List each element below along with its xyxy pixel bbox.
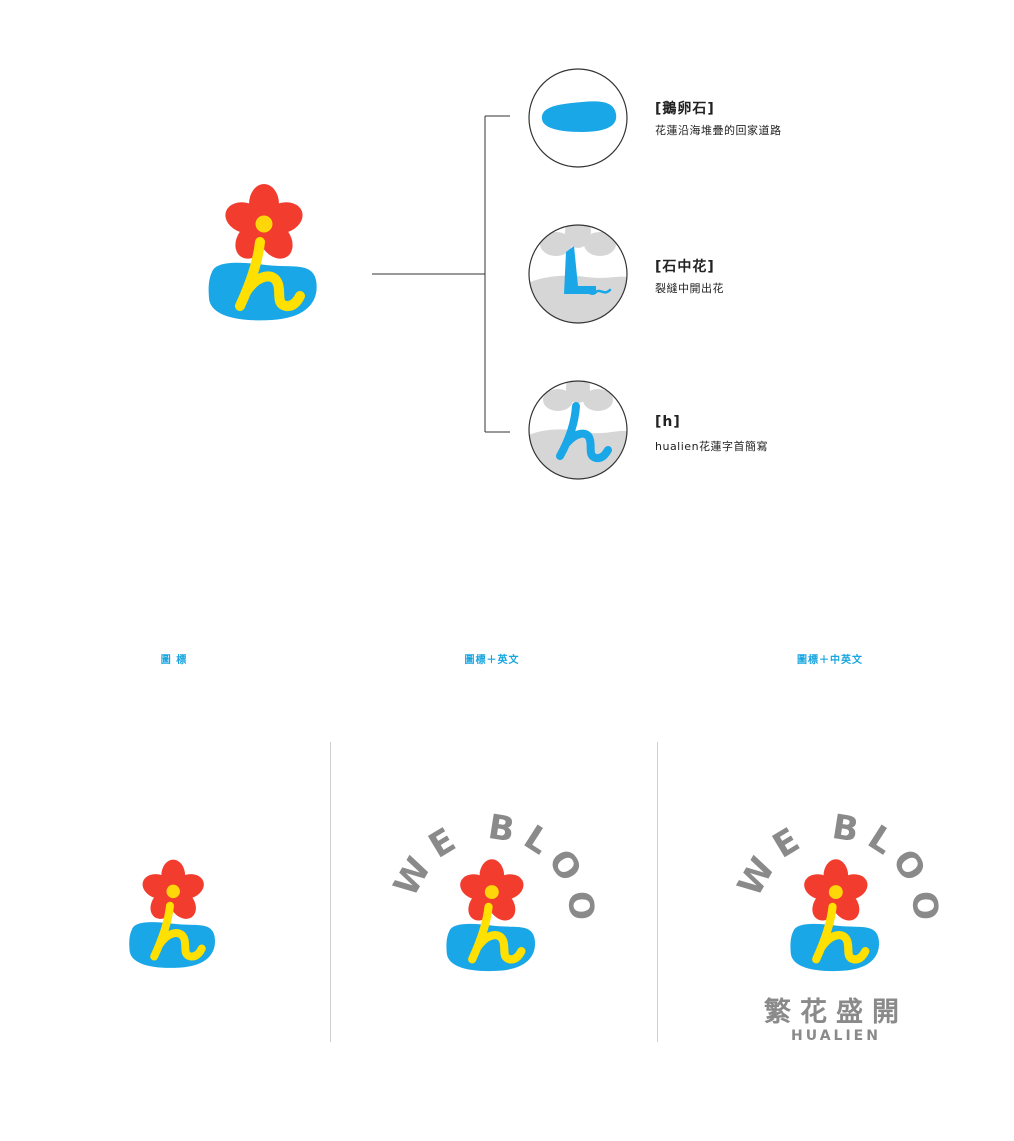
- letter-h-stem: [235, 237, 305, 312]
- stone-flower-icon: [528, 224, 628, 324]
- variant-logo-icon-zh-en: WE BLOOM!: [730, 800, 937, 972]
- item-desc: hualien花蓮字首簡寫: [655, 440, 769, 453]
- column-divider: [657, 742, 658, 1042]
- english-name: HUALIEN: [791, 1028, 881, 1044]
- item-title: [石中花]: [655, 259, 715, 275]
- variant-logo-icon-en: WE BLOOM!: [386, 800, 593, 972]
- flower-petals: [225, 184, 303, 259]
- chinese-name: 繁花盛開: [764, 997, 908, 1028]
- pebble-icon: [528, 68, 628, 168]
- item-title: [鵝卵石]: [655, 101, 715, 117]
- breakdown-connector: [372, 115, 510, 433]
- letter-h-icon: [528, 380, 628, 480]
- item-desc: 花蓮沿海堆疊的回家道路: [655, 124, 782, 137]
- variant-label-icon-en: 圖標＋英文: [464, 655, 520, 666]
- variant-label-icon-only: 圖 標: [160, 655, 188, 666]
- item-desc: 裂縫中開出花: [655, 282, 724, 295]
- column-divider: [330, 742, 331, 1042]
- variant-label-icon-zh-en: 圖標＋中英文: [797, 655, 863, 666]
- main-logo: [208, 184, 317, 321]
- flower-center: [255, 215, 273, 233]
- item-title: [h]: [655, 414, 681, 430]
- variant-logo-icon: [129, 859, 216, 968]
